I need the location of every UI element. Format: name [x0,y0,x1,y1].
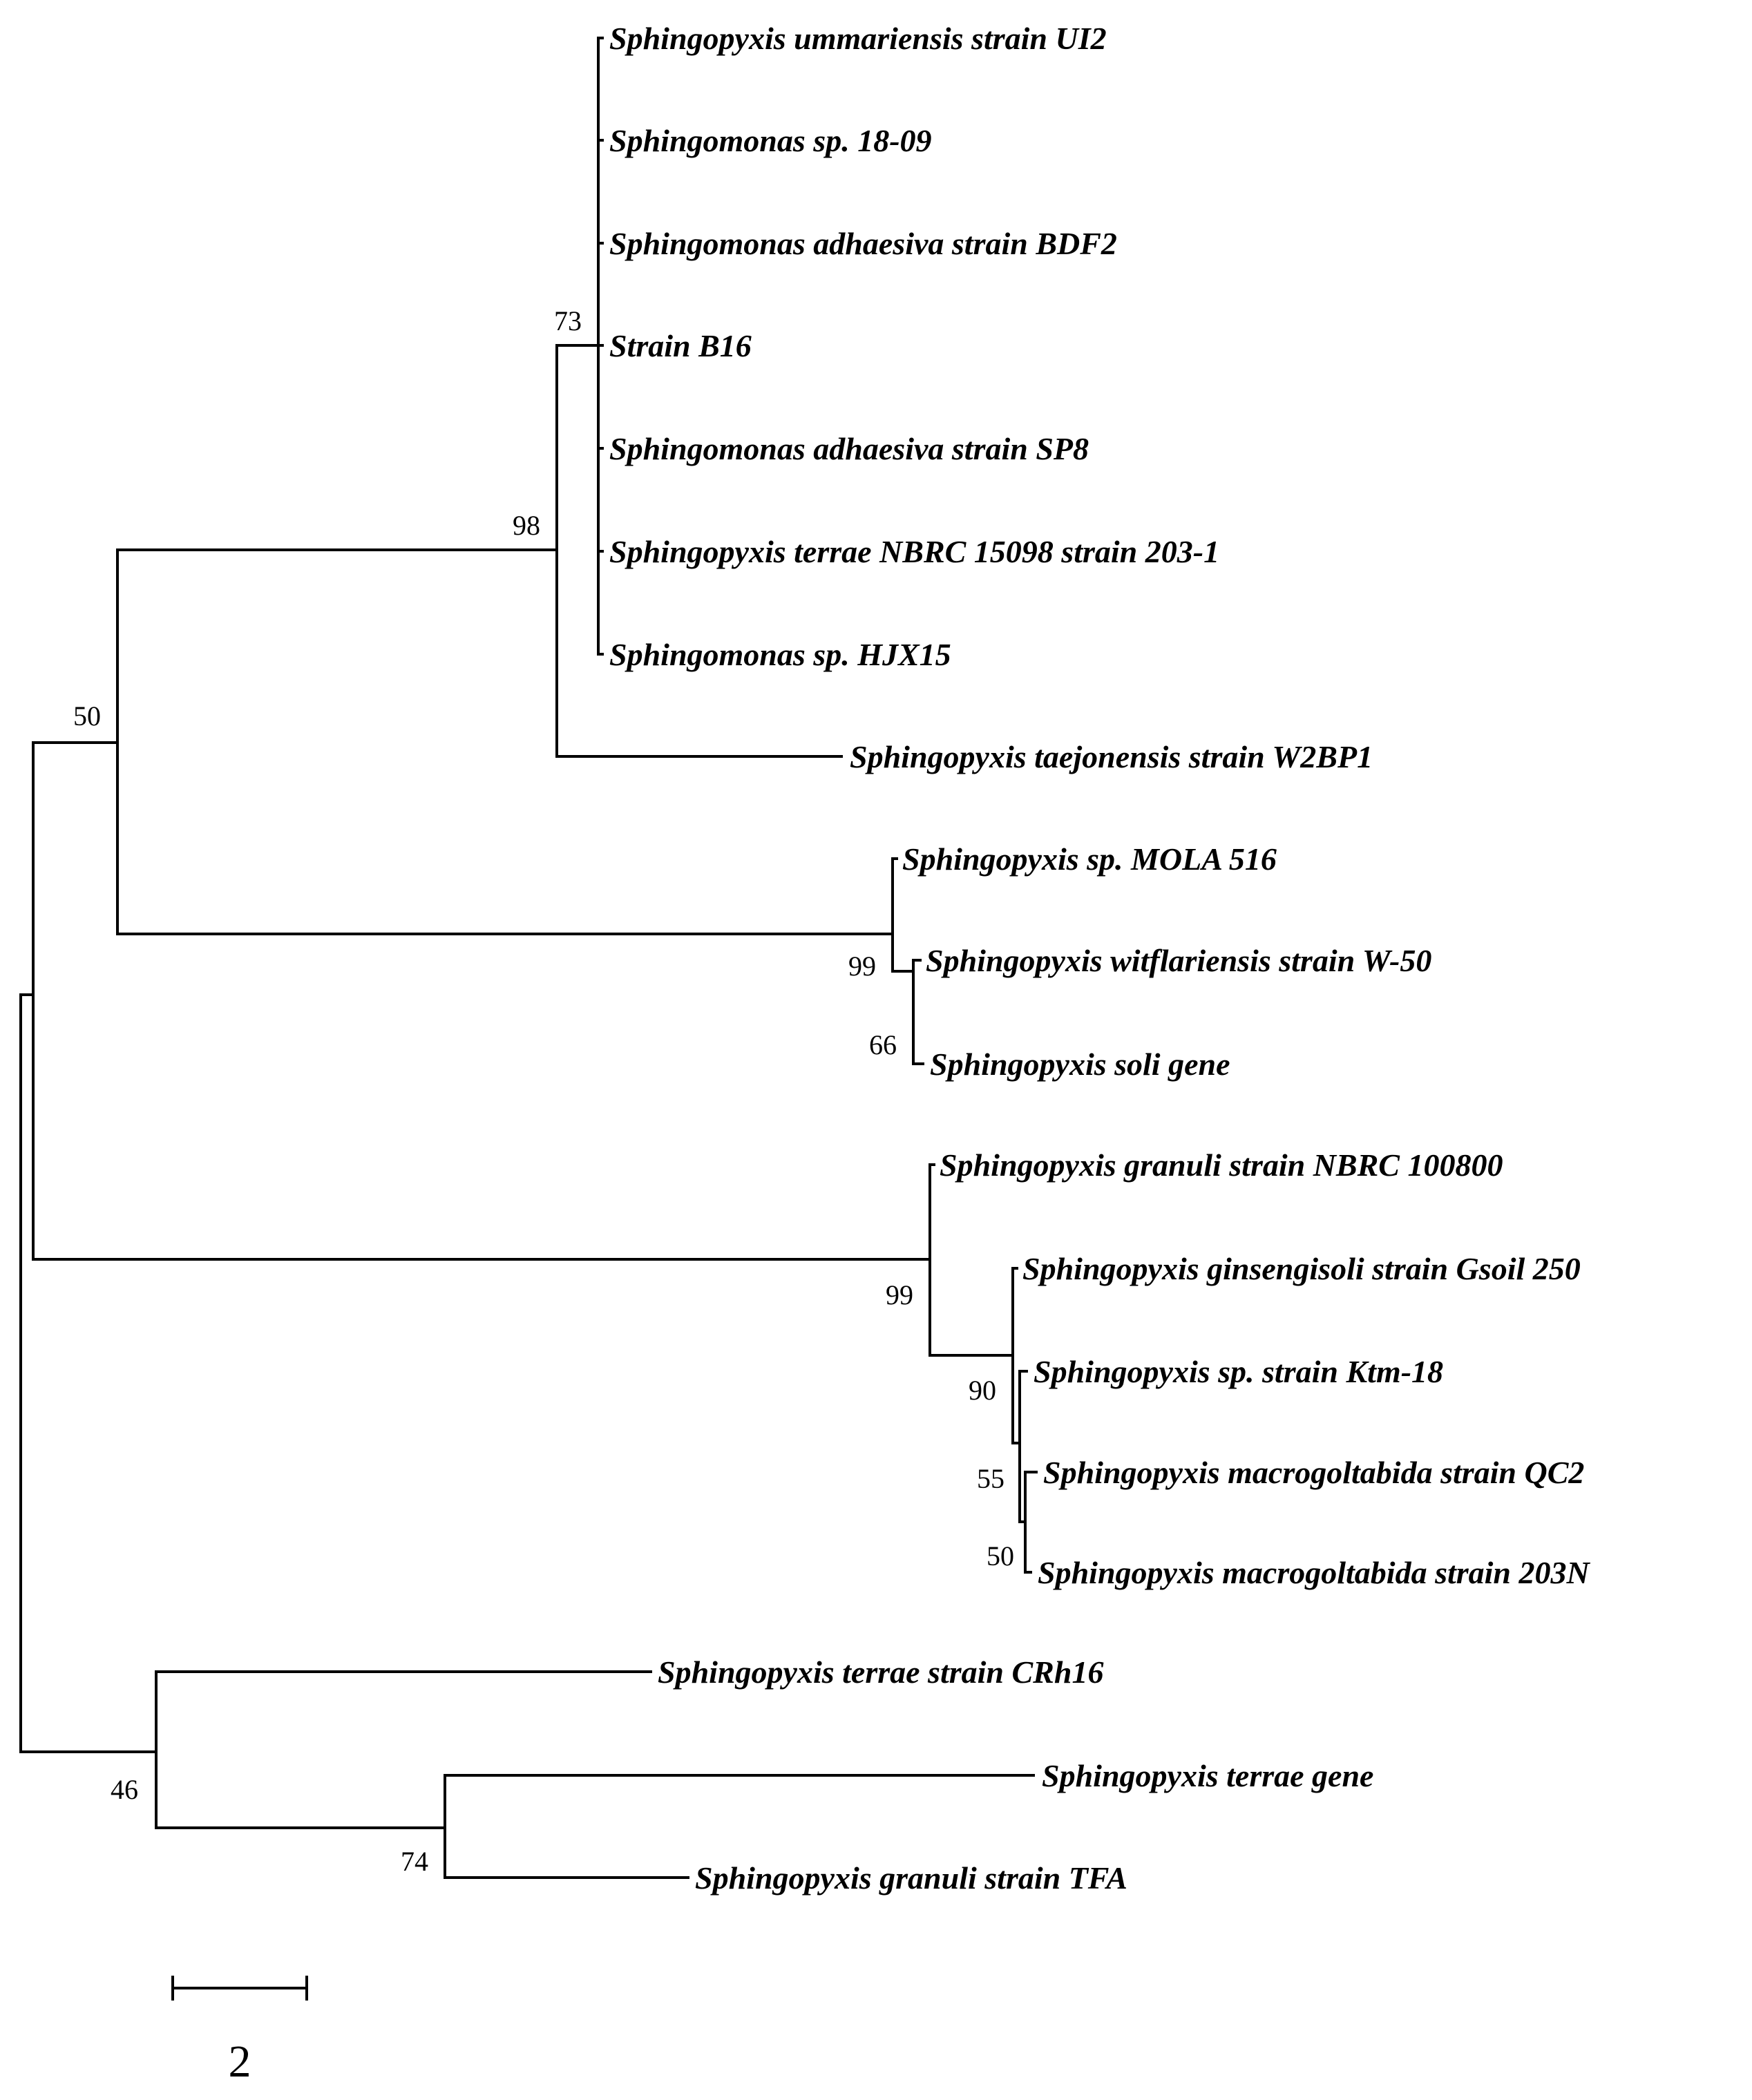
bootstrap-value: 50 [987,1540,1014,1572]
bootstrap-value: 73 [554,305,582,336]
bootstrap-value: 55 [977,1463,1004,1494]
scale-bar-label: 2 [229,2036,251,2087]
bootstrap-value: 66 [869,1029,897,1060]
tip-label: Sphingomonas sp. 18-09 [609,123,932,158]
tip-label: Sphingomonas adhaesiva strain BDF2 [609,226,1117,261]
bootstrap-value: 50 [73,700,101,732]
tip-labels: Sphingopyxis ummariensis strain UI2 Sphi… [609,21,1591,1896]
bootstrap-value: 99 [886,1279,913,1310]
tip-label: Sphingopyxis terrae strain CRh16 [658,1654,1103,1690]
scale-bar: 2 [171,1976,308,2087]
bootstrap-value: 90 [969,1375,996,1406]
tip-label: Sphingopyxis ummariensis strain UI2 [609,21,1107,56]
tip-label: Sphingomonas sp. HJX15 [609,637,951,672]
tip-label: Sphingopyxis granuli strain TFA [695,1860,1127,1896]
tip-label: Sphingopyxis ginsengisoli strain Gsoil 2… [1022,1251,1581,1286]
tip-label: Sphingopyxis granuli strain NBRC 100800 [940,1147,1503,1183]
tip-label: Sphingopyxis sp. strain Ktm-18 [1034,1354,1443,1389]
tip-label: Sphingopyxis witflariensis strain W-50 [926,943,1431,978]
tip-label: Sphingopyxis taejonensis strain W2BP1 [850,739,1373,774]
bootstrap-value: 46 [111,1774,138,1805]
tip-label: Sphingopyxis sp. MOLA 516 [902,841,1277,877]
tip-label: Sphingopyxis soli gene [930,1047,1230,1082]
tip-label: Sphingopyxis terrae NBRC 15098 strain 20… [609,534,1219,569]
tip-label: Sphingopyxis macrogoltabida strain QC2 [1043,1455,1584,1490]
bootstrap-values: 73 98 50 99 66 99 90 55 50 46 74 [73,305,1014,1877]
tip-label: Sphingomonas adhaesiva strain SP8 [609,431,1089,466]
tip-label: Sphingopyxis terrae gene [1042,1758,1373,1793]
bootstrap-value: 99 [848,951,876,982]
tree-branches [19,37,1038,1879]
tip-label: Strain B16 [609,328,752,363]
bootstrap-value: 98 [513,510,540,541]
tip-label: Sphingopyxis macrogoltabida strain 203N [1038,1555,1591,1590]
bootstrap-value: 74 [401,1846,428,1877]
